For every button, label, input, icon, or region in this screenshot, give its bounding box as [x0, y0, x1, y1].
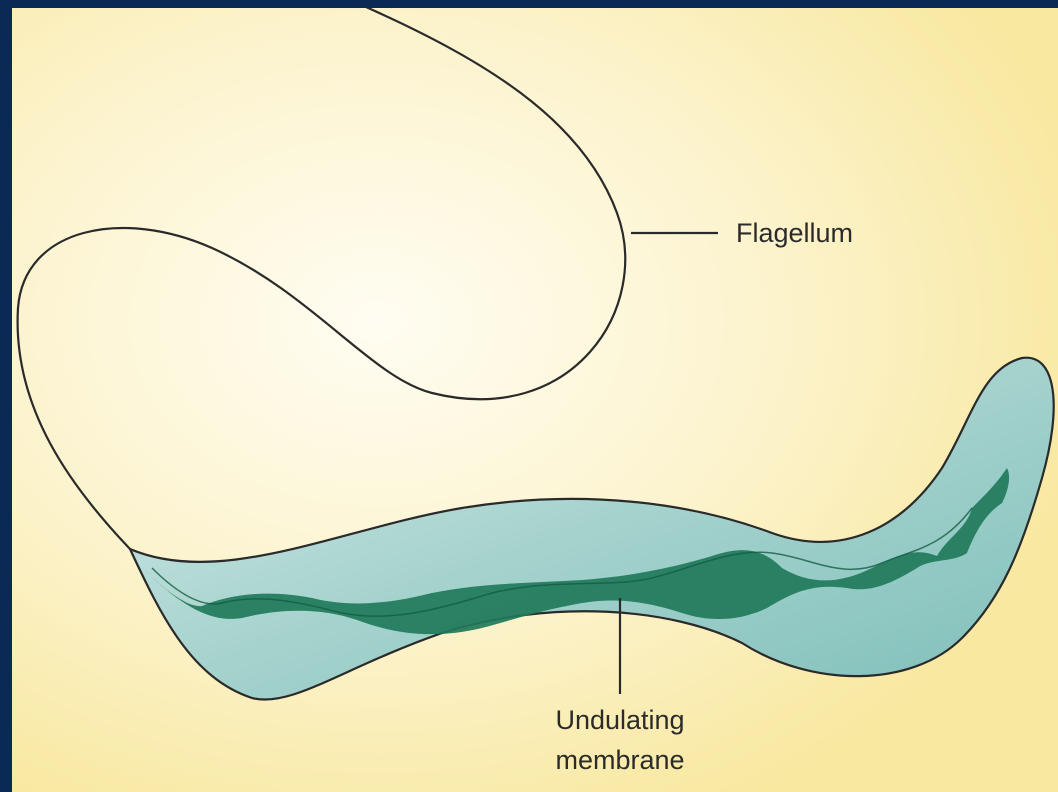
- trypanosome-diagram: Flagellum Undulating membrane: [12, 8, 1058, 792]
- background: [12, 8, 1058, 792]
- flagellum-label: Flagellum: [736, 218, 853, 248]
- undulating-membrane-label-line2: membrane: [555, 745, 684, 775]
- diagram-canvas: Flagellum Undulating membrane: [12, 8, 1058, 792]
- undulating-membrane-label-line1: Undulating: [555, 705, 684, 735]
